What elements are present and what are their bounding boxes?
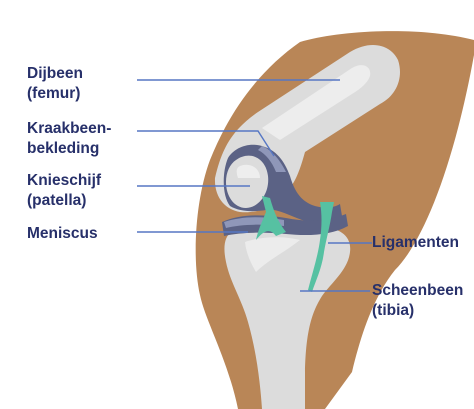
label-meniscus: Meniscus bbox=[27, 225, 98, 242]
label-tibia: Scheenbeen (tibia) bbox=[372, 282, 464, 319]
leader-cartilage bbox=[137, 130, 275, 157]
tibia-highlight bbox=[245, 237, 300, 272]
label-ligaments: Ligamenten bbox=[372, 234, 459, 251]
ligament-left bbox=[256, 196, 286, 240]
label-patella: Knieschijf (patella) bbox=[27, 172, 102, 209]
leader-lines bbox=[137, 79, 372, 292]
femur-highlight bbox=[262, 65, 371, 140]
label-femur: Dijbeen (femur) bbox=[27, 65, 83, 102]
ligament-right bbox=[308, 202, 334, 292]
patella-highlight bbox=[236, 164, 260, 178]
label-cartilage: Kraakbeen- bekleding bbox=[27, 120, 112, 157]
femur-cartilage-light bbox=[258, 146, 286, 172]
patella-bone bbox=[226, 155, 269, 208]
